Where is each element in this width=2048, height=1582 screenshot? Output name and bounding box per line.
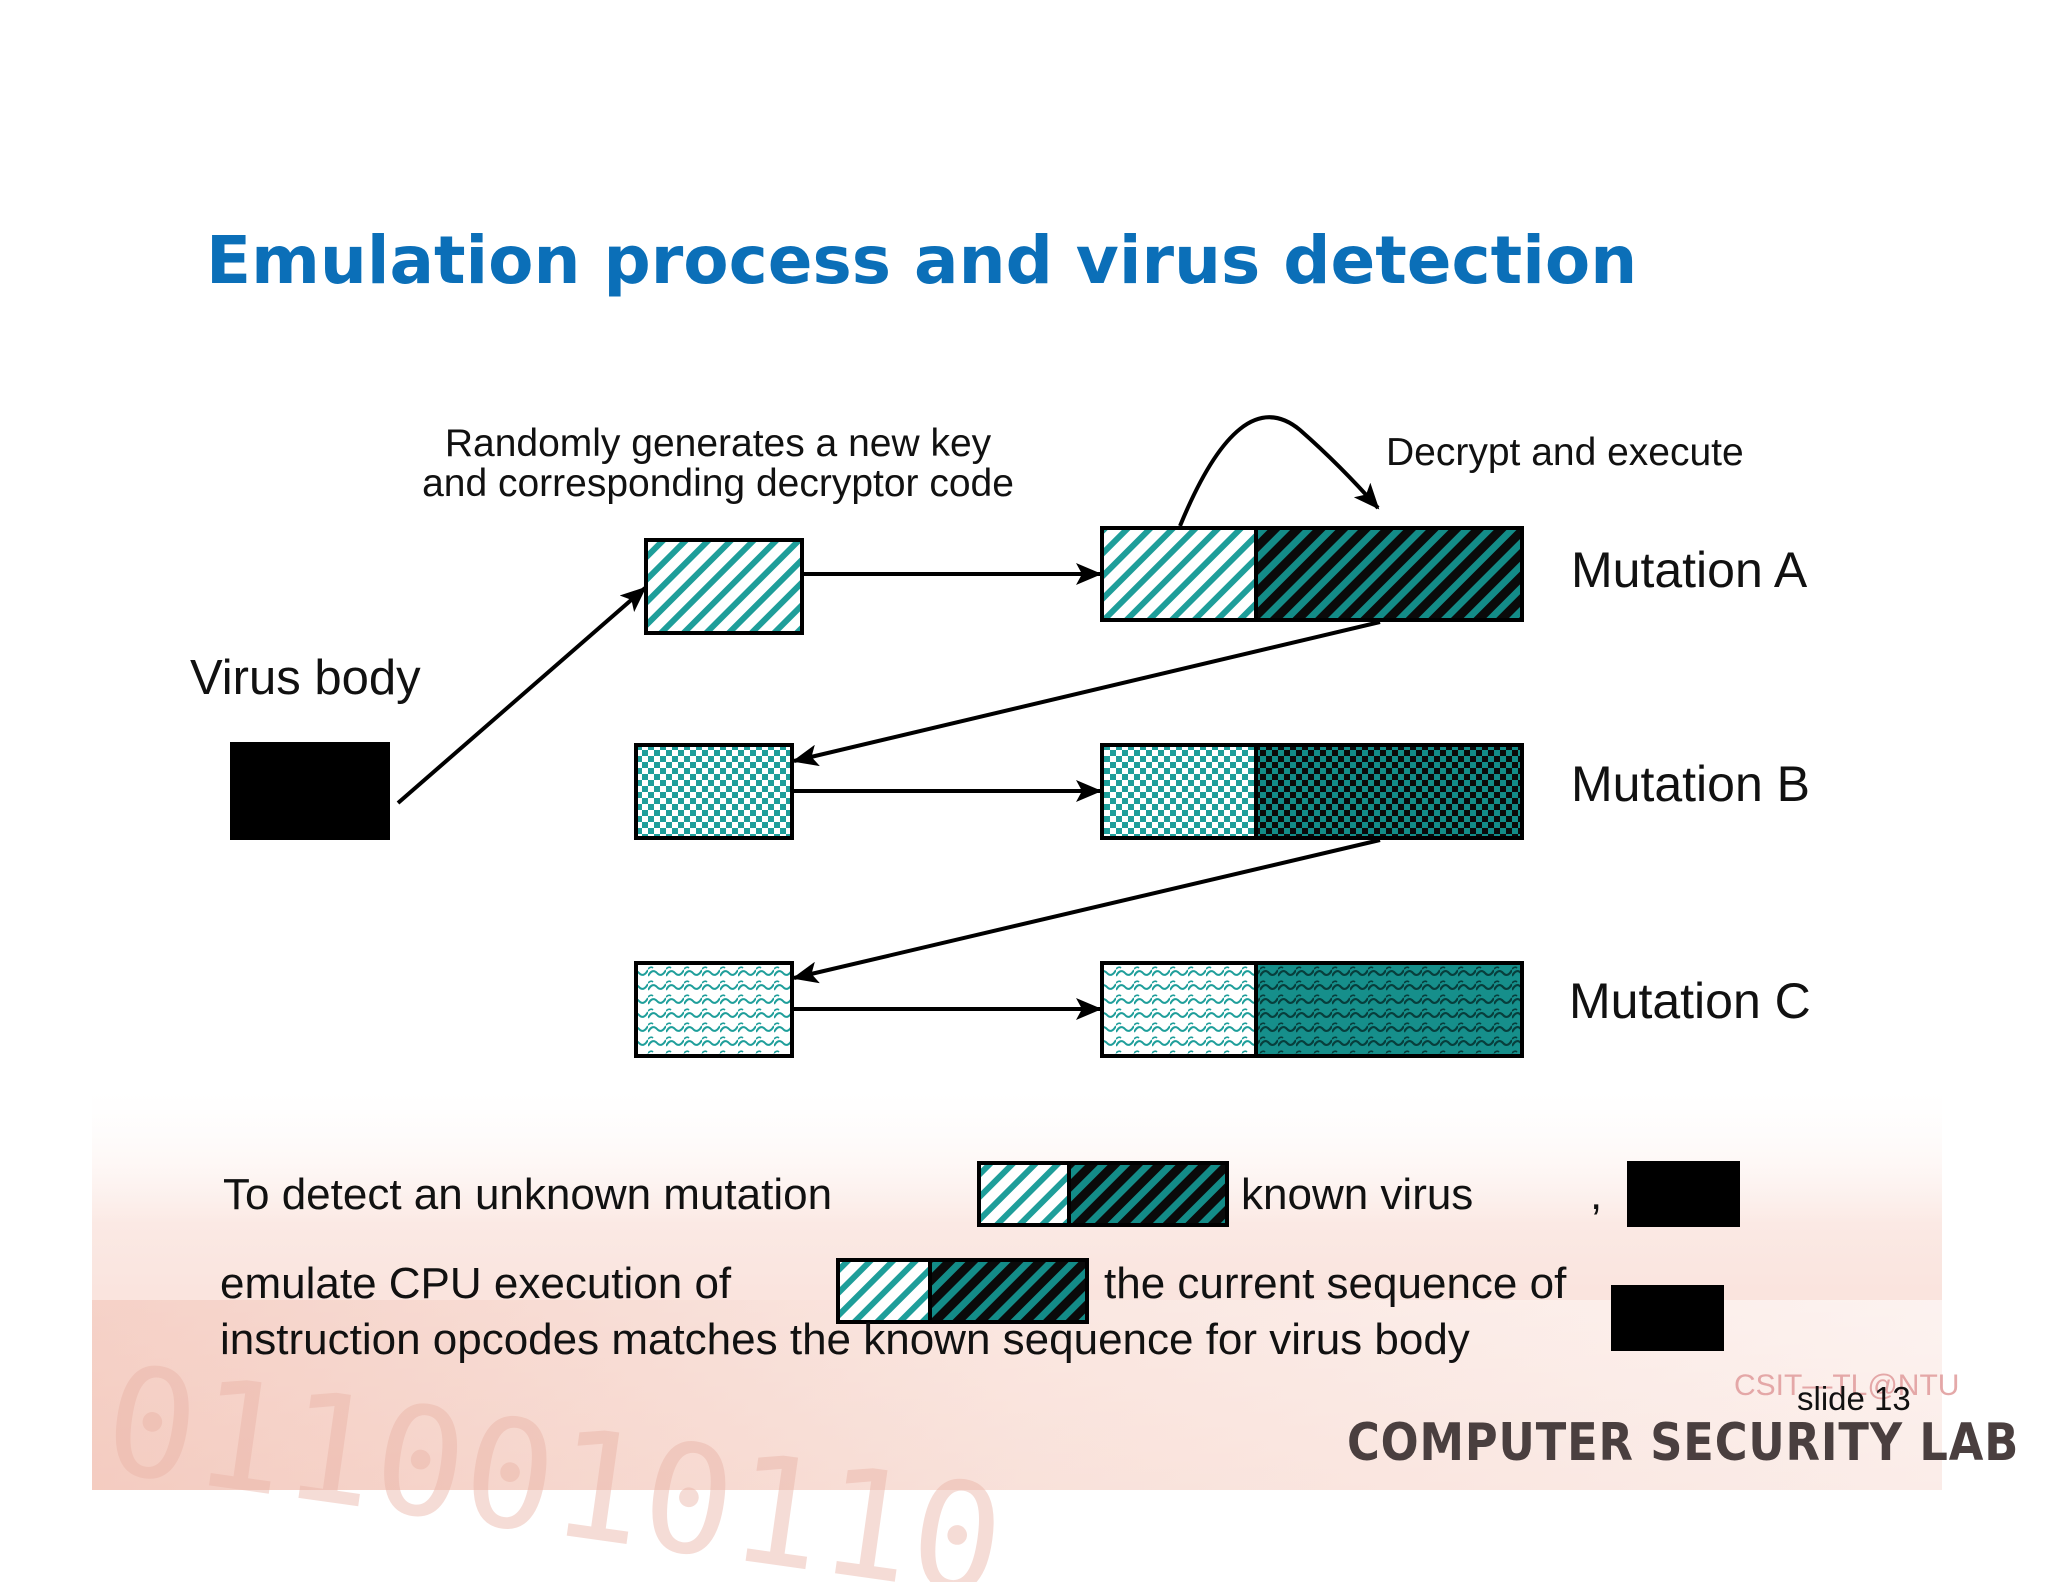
csit-logo-text: CSIT—TL@NTU [1734, 1369, 1960, 1402]
label-randomly-generates: Randomly generates a new key and corresp… [368, 424, 1068, 504]
legend-virus-body-block-2 [1611, 1285, 1724, 1351]
text-instruction-opcodes: instruction opcodes matches the known se… [220, 1315, 1470, 1364]
label-mutation-b: Mutation B [1571, 756, 1811, 812]
legend-known-virus-block [977, 1161, 1229, 1227]
text-current-sequence: the current sequence of [1104, 1259, 1567, 1308]
mutation-c-block [1100, 961, 1524, 1058]
label-randomly-line2: and corresponding decryptor code [422, 462, 1014, 505]
arrow-decrypt-curve [1178, 415, 1380, 527]
label-randomly-line1: Randomly generates a new key [444, 422, 992, 465]
key-block-a [644, 538, 804, 635]
label-mutation-c: Mutation C [1569, 973, 1811, 1029]
mutation-b-block [1100, 743, 1524, 840]
page-title: Emulation process and virus detection [206, 222, 1638, 299]
mutation-a-block [1100, 526, 1524, 622]
slide-number: slide 13 [1797, 1380, 1911, 1417]
label-virus-body: Virus body [190, 651, 421, 705]
key-block-b [634, 743, 794, 840]
text-comma: , [1590, 1170, 1603, 1219]
text-emulate-cpu: emulate CPU execution of [220, 1259, 732, 1308]
text-known-virus: known virus [1241, 1170, 1474, 1219]
text-detect-unknown-mutation: To detect an unknown mutation [223, 1170, 833, 1219]
arrow-mutation-b-to-key-c [792, 838, 1381, 984]
arrow-virus-to-key-a [396, 586, 647, 805]
arrow-mutation-a-to-key-b [792, 620, 1381, 767]
key-block-c [634, 961, 794, 1058]
computer-security-lab-logo: COMPUTER SECURITY LAB [1347, 1413, 2020, 1473]
legend-virus-body-block-1 [1627, 1161, 1740, 1227]
label-mutation-a: Mutation A [1571, 542, 1808, 598]
virus-body-block [230, 742, 390, 840]
legend-current-sequence-block [836, 1258, 1089, 1324]
label-decrypt-execute: Decrypt and execute [1386, 431, 1744, 474]
